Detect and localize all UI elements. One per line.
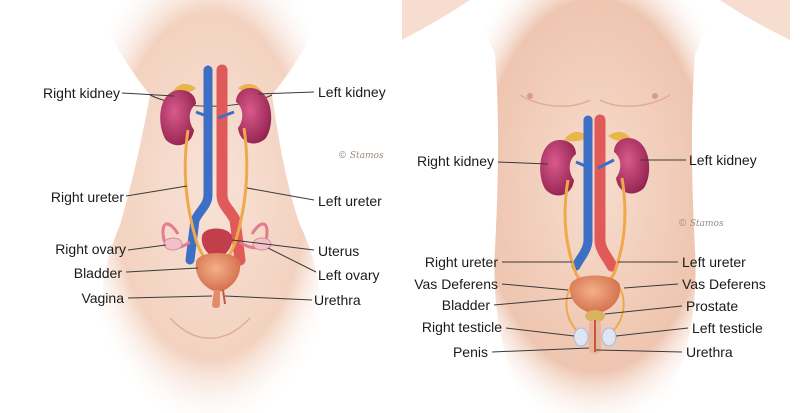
leader-male-right-kidney: [497, 161, 549, 165]
male-figure: © Stamos Right kidney Left kidney Right …: [402, 0, 790, 413]
leader-female-uterus: [231, 239, 315, 251]
male-prostate: [585, 310, 605, 322]
male-right-adrenal: [564, 131, 588, 142]
female-figure: © Stamos Right kidney Left kidney Right …: [43, 0, 386, 413]
male-right-nipple: [527, 93, 533, 99]
female-vena-cava: [185, 65, 213, 265]
female-renal-veins: [195, 110, 235, 120]
label-male-urethra: Urethra: [686, 344, 733, 360]
label-female-left-ovary: Left ovary: [318, 267, 379, 283]
leader-male-right-testicle: [505, 327, 575, 337]
leader-female-left-ovary: [267, 247, 317, 273]
label-female-uterus: Uterus: [318, 243, 359, 259]
male-aorta: [594, 114, 618, 272]
female-aorta: [216, 64, 246, 266]
label-male-bladder: Bladder: [442, 297, 491, 313]
male-artist-signature: © Stamos: [678, 219, 724, 229]
leader-female-left-kidney: [257, 91, 315, 95]
leader-male-right-vas-deferens: [501, 283, 569, 291]
female-torso-silhouette: [95, 0, 326, 413]
female-artist-signature: © Stamos: [338, 151, 384, 161]
leader-female-right-ureter: [125, 185, 188, 197]
female-pelvis-contour: [169, 317, 251, 339]
leader-female-right-kidney: [121, 92, 175, 97]
leader-male-left-vas-deferens: [623, 283, 679, 289]
label-male-penis: Penis: [453, 344, 488, 360]
label-male-left-kidney: Left kidney: [689, 152, 757, 168]
female-uterus: [201, 228, 233, 260]
leader-female-left-ureter: [246, 187, 315, 201]
label-female-right-ovary: Right ovary: [55, 241, 126, 257]
label-male-right-kidney: Right kidney: [417, 153, 494, 169]
label-male-prostate: Prostate: [686, 298, 738, 314]
male-left-nipple: [652, 93, 658, 99]
label-male-right-vas-deferens: Vas Deferens: [414, 276, 498, 292]
male-left-shoulder: [720, 0, 790, 40]
female-urethra: [222, 289, 226, 305]
male-pectoral-contour: [519, 94, 671, 107]
label-female-left-ureter: Left ureter: [318, 193, 382, 209]
leader-female-bladder: [125, 267, 199, 273]
label-male-right-ureter: Right ureter: [425, 254, 498, 270]
female-vagina: [212, 290, 220, 308]
leader-male-bladder: [493, 297, 573, 306]
label-male-left-testicle: Left testicle: [692, 320, 763, 336]
label-female-urethra: Urethra: [314, 292, 361, 308]
leader-male-penis: [491, 347, 590, 353]
label-female-right-kidney: Right kidney: [43, 85, 120, 101]
male-vena-cava: [571, 115, 593, 271]
leader-female-vagina: [127, 295, 213, 299]
leader-female-urethra: [224, 295, 313, 301]
male-left-testicle: [601, 327, 617, 347]
leader-male-left-testicle: [615, 327, 689, 337]
male-bladder: [569, 275, 621, 314]
label-male-left-vas-deferens: Vas Deferens: [682, 276, 766, 292]
leader-female-right-ovary: [127, 244, 167, 251]
male-renal-veins: [575, 158, 615, 170]
leader-male-urethra: [595, 349, 683, 353]
female-bladder: [195, 253, 241, 292]
male-right-shoulder: [402, 0, 470, 40]
leader-male-prostate: [604, 305, 683, 315]
label-male-left-ureter: Left ureter: [682, 254, 746, 270]
label-female-vagina: Vagina: [81, 290, 124, 306]
male-right-testicle: [573, 327, 589, 347]
female-right-ovary: [163, 237, 183, 251]
label-male-right-testicle: Right testicle: [422, 319, 502, 335]
label-female-bladder: Bladder: [74, 265, 123, 281]
label-female-right-ureter: Right ureter: [51, 189, 124, 205]
label-female-left-kidney: Left kidney: [318, 84, 386, 100]
